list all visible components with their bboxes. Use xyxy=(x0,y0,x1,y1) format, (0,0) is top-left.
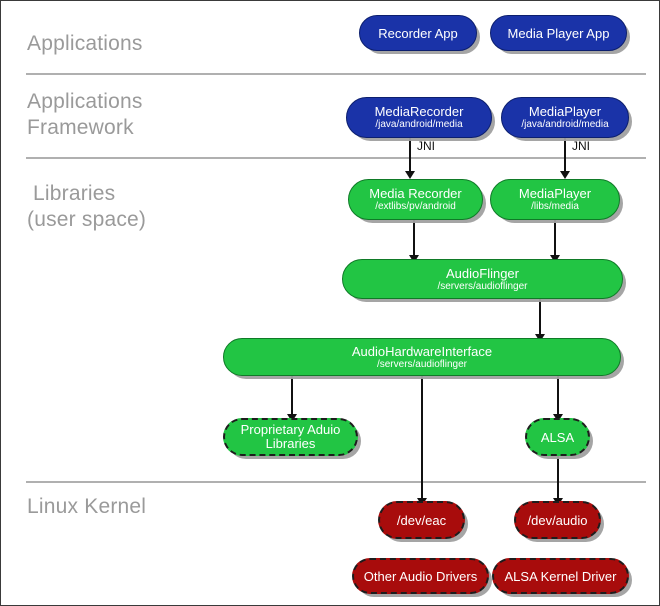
node-mediarecorder-framework-title: MediaRecorder xyxy=(374,104,464,119)
node-media-player-app[interactable]: Media Player App xyxy=(490,15,627,51)
node-audioflinger-title: AudioFlinger xyxy=(446,265,519,281)
node-mediaplayer-framework-title: MediaPlayer xyxy=(528,104,602,119)
node-audio-hardware-interface-path: /servers/audioflinger xyxy=(376,358,468,370)
node-other-audio-drivers-title: Other Audio Drivers xyxy=(363,568,478,584)
node-media-player-app-title: Media Player App xyxy=(507,25,610,41)
node-mediaplayer-library-path: /libs/media xyxy=(531,201,579,212)
layer-label-libraries: Libraries (user space) xyxy=(27,182,147,231)
divider-applications xyxy=(26,73,646,75)
node-audio-hardware-interface[interactable]: AudioHardwareInterface /servers/audiofli… xyxy=(223,338,621,376)
node-alsa-title: ALSA xyxy=(540,429,575,445)
edge-mediaplayerlib-audioflinger xyxy=(554,220,556,259)
node-proprietary-audio-libraries-title: Proprietary Aduio Libraries xyxy=(240,422,341,451)
node-alsa[interactable]: ALSA xyxy=(525,418,590,456)
node-mediaplayer-library[interactable]: MediaPlayer /libs/media xyxy=(490,179,620,220)
node-alsa-kernel-driver[interactable]: ALSA Kernel Driver xyxy=(492,558,629,594)
edge-label-jni-left: JNI xyxy=(417,139,435,153)
divider-framework xyxy=(26,157,646,159)
node-other-audio-drivers[interactable]: Other Audio Drivers xyxy=(352,558,489,594)
node-mediarecorder-library-title: Media Recorder xyxy=(369,186,462,201)
node-mediaplayer-framework[interactable]: MediaPlayer /java/android/media xyxy=(501,97,629,138)
edge-audiohwinterface-deveac xyxy=(421,376,423,501)
node-proprietary-audio-libraries[interactable]: Proprietary Aduio Libraries xyxy=(223,418,358,456)
node-dev-audio[interactable]: /dev/audio xyxy=(514,501,601,539)
layer-label-applications: Applications xyxy=(27,32,143,55)
edge-mediaplayer-jni xyxy=(564,138,566,174)
node-audio-hardware-interface-title: AudioHardwareInterface xyxy=(351,343,493,359)
node-dev-eac[interactable]: /dev/eac xyxy=(378,501,465,539)
layer-label-linux-kernel: Linux Kernel xyxy=(27,495,147,518)
node-mediarecorder-framework-path: /java/android/media xyxy=(375,119,463,130)
node-mediaplayer-library-title: MediaPlayer xyxy=(518,186,592,201)
edge-mediarecorder-jni xyxy=(409,138,411,174)
node-audioflinger-path: /servers/audioflinger xyxy=(437,280,528,292)
node-recorder-app[interactable]: Recorder App xyxy=(359,15,477,51)
edge-mediarecorderlib-audioflinger xyxy=(413,220,415,259)
node-mediarecorder-library-path: /extlibs/pv/android xyxy=(375,201,456,212)
node-recorder-app-title: Recorder App xyxy=(378,25,458,41)
layer-label-framework: Applications Framework xyxy=(27,90,143,139)
edge-mediaplayer-jni-arrow xyxy=(560,171,570,179)
edge-mediarecorder-jni-arrow xyxy=(405,171,415,179)
node-dev-eac-title: /dev/eac xyxy=(396,512,447,528)
node-mediaplayer-framework-path: /java/android/media xyxy=(521,119,609,130)
divider-kernel xyxy=(26,481,646,483)
edge-audiohwinterface-proprietary xyxy=(291,376,293,418)
node-dev-audio-title: /dev/audio xyxy=(527,512,588,528)
edge-audioflinger-audiohwinterface xyxy=(539,299,541,337)
node-mediarecorder-framework[interactable]: MediaRecorder /java/android/media xyxy=(346,97,492,138)
node-alsa-kernel-driver-title: ALSA Kernel Driver xyxy=(504,568,617,584)
node-audioflinger[interactable]: AudioFlinger /servers/audioflinger xyxy=(342,259,623,299)
edge-audiohwinterface-alsa xyxy=(557,376,559,418)
edge-label-jni-right: JNI xyxy=(572,139,590,153)
edge-alsa-devaudio xyxy=(557,456,559,501)
node-mediarecorder-library[interactable]: Media Recorder /extlibs/pv/android xyxy=(348,179,483,220)
